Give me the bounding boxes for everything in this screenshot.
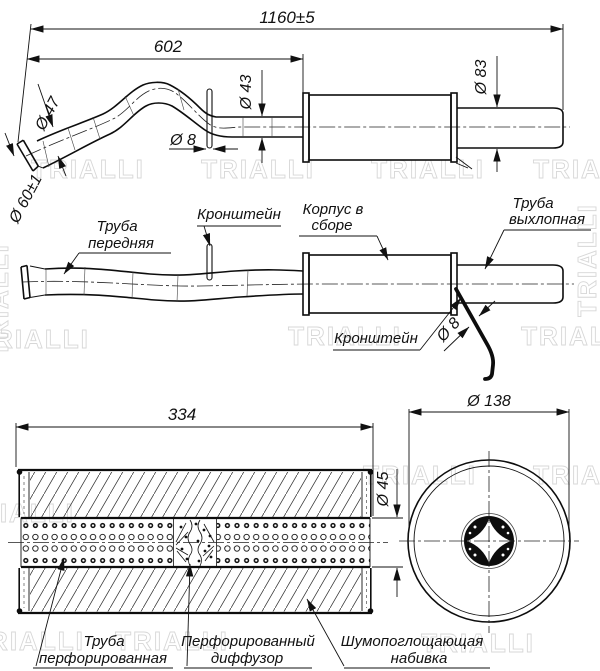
label-front-pipe-2: передняя <box>88 235 154 252</box>
muffler-left-cap <box>302 92 310 163</box>
watermark-text: TRIALLI <box>371 154 485 184</box>
dimensions-end-view: Ø 138 <box>408 393 570 527</box>
labels-section: Труба перфорированная Перфорированный ди… <box>33 557 490 669</box>
seam <box>124 95 135 117</box>
padding-hatch-bottom <box>30 568 361 612</box>
inlet-flange <box>20 264 47 300</box>
dim-dia-47: Ø 47 <box>32 94 64 134</box>
label-exhaust-pipe-1: Труба <box>512 195 553 212</box>
middle-view: Труба передняя Кронштейн Корпус в сборе … <box>20 195 591 381</box>
dim-dia-83: Ø 83 <box>473 60 490 96</box>
top-view: 1160±5 602 Ø 43 Ø 83 Ø 47 Ø 60±1 Ø 8 <box>4 8 570 227</box>
shell-left-cap <box>16 469 30 614</box>
dim-dia-43: Ø 43 <box>238 75 255 111</box>
watermark-text: TRIALLI <box>0 626 85 656</box>
seam <box>177 88 185 111</box>
watermark-text: TRIALLI <box>0 324 90 354</box>
dim-dia-45: Ø 45 <box>375 472 392 508</box>
watermark-text: TRIALLI <box>31 154 145 184</box>
front-pipe-top <box>44 267 304 276</box>
dim-dia-8: Ø 8 <box>169 132 196 149</box>
label-perforated-tube-2: перфорированная <box>39 650 167 667</box>
label-perforated-tube-1: Труба <box>83 633 124 650</box>
bracket-stub <box>455 162 469 169</box>
watermark-text: TRIALLI <box>421 628 535 658</box>
seam <box>92 116 101 140</box>
watermark-text: TRIALLI <box>521 321 600 351</box>
seam <box>83 266 86 296</box>
muffler-right-cap <box>450 252 458 316</box>
label-front-pipe-1: Труба <box>96 218 137 235</box>
label-bracket-top: Кронштейн <box>197 206 281 223</box>
shell-right-cap <box>361 469 374 614</box>
seam <box>246 269 249 297</box>
section-view: 334 Ø 45 Труба перфорированная Перфориро… <box>8 405 490 669</box>
exhaust-pipe <box>457 264 564 304</box>
watermark-text: TRIALLI <box>533 154 600 184</box>
dim-dia-60: Ø 60±1 <box>6 172 46 227</box>
muffler-left-cap <box>302 252 310 316</box>
muffler-body <box>308 94 452 161</box>
seam <box>176 274 179 303</box>
muffler-right-cap <box>450 92 458 163</box>
padding-hatch-top <box>30 472 361 518</box>
diffuser-perforations <box>468 525 510 557</box>
label-bracket-bottom: Кронштейн <box>334 330 418 347</box>
watermark-text: TRIALLI <box>0 243 14 357</box>
watermark-layer: TRIALLI TRIALLI TRIALLI TRIALLI TRIALLI … <box>0 154 600 659</box>
seam <box>131 271 134 300</box>
watermark-text: TRIALLI <box>363 460 477 490</box>
dim-dia-138: Ø 138 <box>466 393 511 410</box>
watermark-text: TRIALLI <box>288 321 402 351</box>
label-exhaust-pipe-2: выхлопная <box>509 211 585 228</box>
dimensions-section: 334 Ø 45 <box>15 405 403 597</box>
label-padding-2: набивка <box>391 650 448 667</box>
watermark-text: TRIALLI <box>115 626 229 656</box>
front-pipe-bottom <box>42 102 303 169</box>
exhaust-pipe <box>457 107 564 149</box>
label-padding-1: Шумопоглощающая <box>341 633 483 650</box>
label-body-1: Корпус в <box>303 201 364 218</box>
watermark-text: TRIALLI <box>572 203 600 317</box>
label-diffuser-2: диффузор <box>211 650 283 667</box>
watermark-text: TRIALLI <box>533 460 600 490</box>
end-view: Ø 138 <box>399 393 579 633</box>
front-pipe-bottom <box>44 293 304 302</box>
dim-front-length: 602 <box>154 37 183 56</box>
label-diffuser-1: Перфорированный <box>181 633 315 650</box>
hanger-rod <box>206 88 213 149</box>
dim-dia-8-bracket: Ø 8 <box>433 315 464 346</box>
inlet-flange <box>16 139 50 172</box>
label-body-2: сборе <box>312 217 353 234</box>
hanger-bracket-rod <box>454 287 496 381</box>
front-pipe-top <box>36 81 303 142</box>
seam <box>67 127 76 151</box>
bracket-stub <box>455 156 473 170</box>
centerline <box>25 87 570 157</box>
watermark-text: TRIALLI <box>201 154 315 184</box>
dim-overall-length: 1160±5 <box>259 8 315 27</box>
centerline <box>21 280 574 287</box>
hanger-rod <box>206 243 213 281</box>
dim-section-length: 334 <box>168 405 196 424</box>
